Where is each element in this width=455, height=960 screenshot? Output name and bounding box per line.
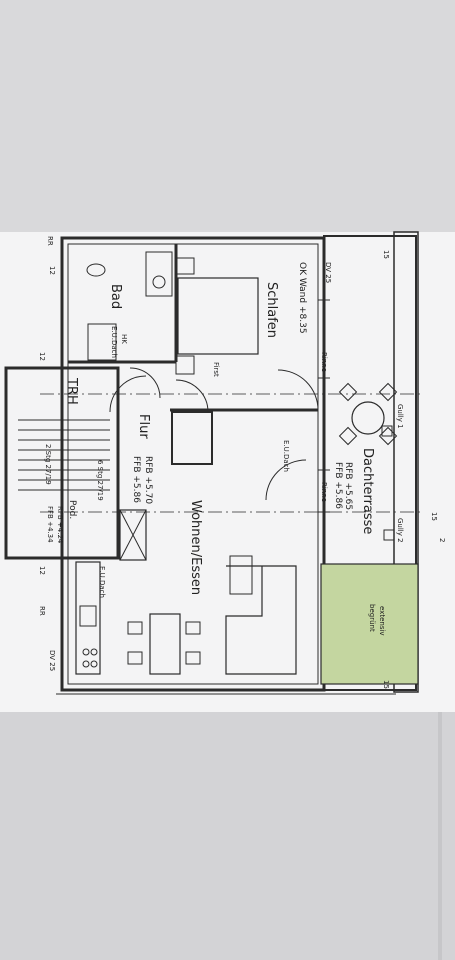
dim-12: 12: [38, 352, 46, 361]
door-arc: [277, 369, 319, 411]
gully-2-box: [383, 529, 395, 541]
door-arc: [265, 459, 307, 501]
hk-label: HK: [120, 334, 128, 344]
door-arc: [129, 367, 161, 399]
level-ffb-pod: FFB +4.34: [46, 506, 54, 543]
rinne-1: Rinne: [320, 352, 328, 372]
terrace-chair: [338, 426, 358, 446]
dim-2: 2: [438, 538, 446, 542]
gully-1: Gully 1: [396, 404, 404, 429]
room-label-flur: Flur: [136, 414, 151, 439]
dim-12: 12: [38, 566, 46, 575]
background-bottom: [0, 700, 455, 960]
terrace-chair: [378, 382, 398, 402]
dim-12: 12: [48, 266, 56, 275]
door-arc: [109, 375, 147, 413]
dv25-bottom: DV 25: [48, 650, 56, 671]
chair: [185, 651, 201, 665]
chair: [127, 621, 143, 635]
terrace-chair: [338, 382, 358, 402]
gully-2: Gully 2: [396, 518, 404, 543]
room-label-schlafen: Schlafen: [264, 282, 279, 338]
room-label-wohnen-essen: Wohnen/Essen: [188, 500, 203, 595]
green-roof-area: [320, 563, 419, 685]
level-ffb-flur: FFB +5.86: [131, 456, 141, 503]
dim-15: 15: [430, 512, 438, 521]
paper-edge-shadow: [438, 700, 442, 960]
nightstand-1: [175, 257, 195, 275]
room-label-pod: Pod.: [67, 500, 77, 519]
kitchen-cabinet: [119, 509, 147, 561]
terrace-outline: [323, 235, 417, 691]
shower-drain: [152, 275, 166, 289]
bath-shaft: [87, 323, 117, 361]
rr-label: RR: [46, 236, 54, 246]
dim-15: 15: [382, 250, 390, 259]
dining-table: [149, 613, 181, 675]
eu-dach-label: E.U.Dach: [282, 440, 290, 472]
level-ok-wand: OK Wand +8.35: [297, 262, 307, 334]
chair: [127, 651, 143, 665]
level-ffb-terrasse: FFB +5.86: [333, 462, 343, 509]
bed: [177, 277, 259, 355]
dim-15: 15: [382, 680, 390, 689]
first-label: First: [212, 362, 220, 377]
stove-burner: [82, 648, 90, 656]
hall-column: [171, 411, 213, 465]
armchair: [229, 555, 253, 595]
dv25-top: DV 25: [324, 262, 332, 283]
gully-1-box: [381, 425, 393, 437]
eu-dach-label: E.U.Dach: [98, 566, 106, 598]
room-label-trh: TRH: [64, 377, 79, 405]
level-rfb-flur: RFB +5.70: [143, 456, 153, 504]
background-top: [0, 0, 455, 232]
level-rfb-terrasse: RFB +5.65: [343, 462, 353, 510]
room-label-bad: Bad: [108, 284, 123, 309]
door-arc: [175, 379, 209, 413]
level-rfb-pod: RFB +4.24: [56, 506, 64, 544]
eu-dach-label: E.U.Dach: [110, 326, 118, 358]
chair: [185, 621, 201, 635]
stair-label: 2 Stg 27/19: [44, 444, 52, 485]
rr-label: RR: [38, 606, 46, 616]
room-label-dachterrasse: Dachterrasse: [360, 448, 375, 534]
kitchen-counter: [75, 561, 101, 675]
green-roof-label-2: begrünt: [368, 604, 376, 632]
stairwell-wall: [4, 366, 120, 560]
sink: [79, 605, 97, 627]
terrace-table: [351, 401, 385, 435]
rinne-2: Rinne: [320, 482, 328, 502]
toilet: [86, 263, 106, 277]
green-roof-label-1: extensiv: [378, 606, 386, 636]
inner-wall-line: [67, 243, 319, 685]
stair-treads: [18, 419, 110, 530]
shower: [145, 251, 173, 297]
sofa: [225, 565, 297, 675]
stair-label: 6 Stg 27/19: [96, 460, 104, 501]
nightstand-2: [175, 355, 195, 375]
parapet: [393, 231, 419, 693]
